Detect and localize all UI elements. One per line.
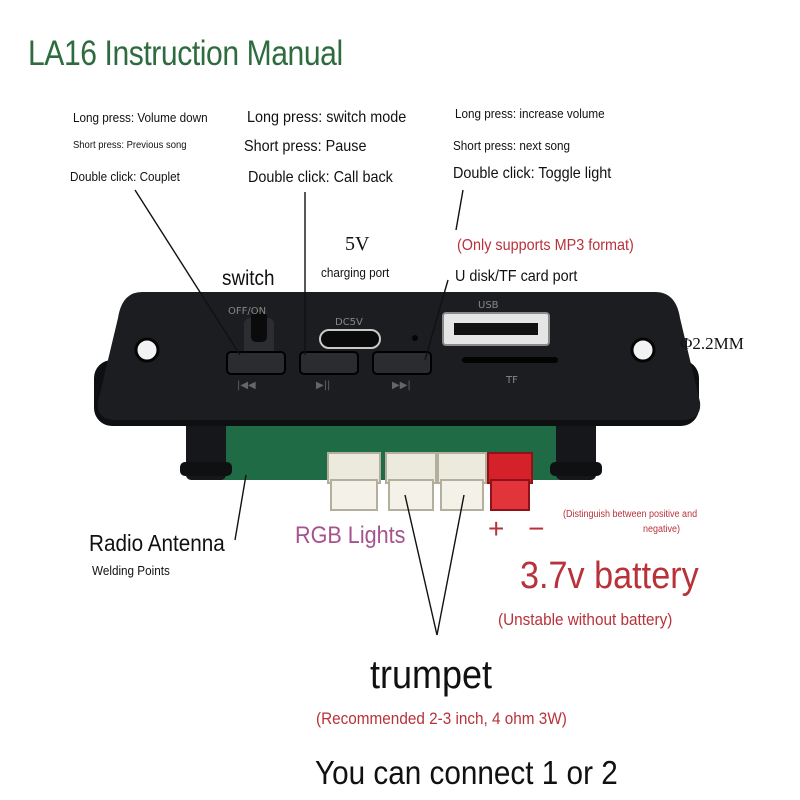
leader-lines [134, 189, 465, 636]
rgb-connector [327, 452, 381, 511]
usb-print: USB [478, 300, 499, 311]
switch-label: switch [222, 267, 275, 290]
rgb-label: RGB Lights [295, 522, 406, 549]
right-double-click: Double click: Toggle light [453, 165, 612, 182]
mount-hole-right [630, 337, 656, 363]
speaker-connector-2 [437, 452, 487, 511]
svg-text:▶||: ▶|| [316, 380, 330, 391]
tf-slot [462, 357, 558, 363]
charging-label: charging port [321, 265, 390, 280]
dc-port [319, 329, 381, 349]
right-long-press: Long press: increase volume [455, 106, 605, 121]
led-indicator [412, 335, 418, 341]
charging-voltage: 5V [345, 233, 370, 255]
right-short-press: Short press: next song [453, 138, 571, 153]
dc5v-print: DC5V [335, 317, 363, 328]
speaker-connector-1 [385, 452, 437, 511]
usb-format-note: (Only supports MP3 format) [457, 237, 634, 254]
left-double-click: Double click: Couplet [70, 169, 180, 184]
prev-button [226, 351, 286, 375]
left-short-press: Short press: Previous song [73, 139, 187, 151]
usb-label: U disk/TF card port [455, 268, 578, 285]
speaker-connect-note: You can connect 1 or 2 [315, 754, 618, 791]
play-button [299, 351, 359, 375]
polarity-note-line1: (Distinguish between positive and [563, 509, 698, 520]
speaker-note: (Recommended 2-3 inch, 4 ohm 3W) [316, 709, 567, 728]
polarity-note-line2: negative) [643, 524, 681, 535]
middle-short-press: Short press: Pause [244, 138, 367, 155]
tf-print: TF [505, 375, 518, 386]
antenna-sublabel: Welding Points [92, 563, 170, 578]
mount-hole-left [134, 337, 160, 363]
antenna-label: Radio Antenna [89, 530, 225, 556]
svg-text:|◀◀: |◀◀ [237, 380, 256, 391]
page-title: LA16 Instruction Manual [28, 34, 343, 73]
middle-double-click: Double click: Call back [248, 169, 393, 186]
polarity-symbols: + − [488, 513, 553, 544]
battery-note: (Unstable without battery) [498, 610, 673, 629]
battery-label: 3.7v battery [520, 555, 699, 597]
middle-long-press: Long press: switch mode [247, 109, 407, 126]
battery-connector [487, 452, 533, 511]
next-button [372, 351, 432, 375]
hole-diameter-label: Φ2.2MM [680, 334, 744, 353]
off-on-print: OFF/ON [228, 306, 266, 317]
left-long-press: Long press: Volume down [73, 110, 208, 125]
speaker-label: trumpet [370, 653, 493, 697]
svg-text:▶▶|: ▶▶| [392, 380, 411, 391]
